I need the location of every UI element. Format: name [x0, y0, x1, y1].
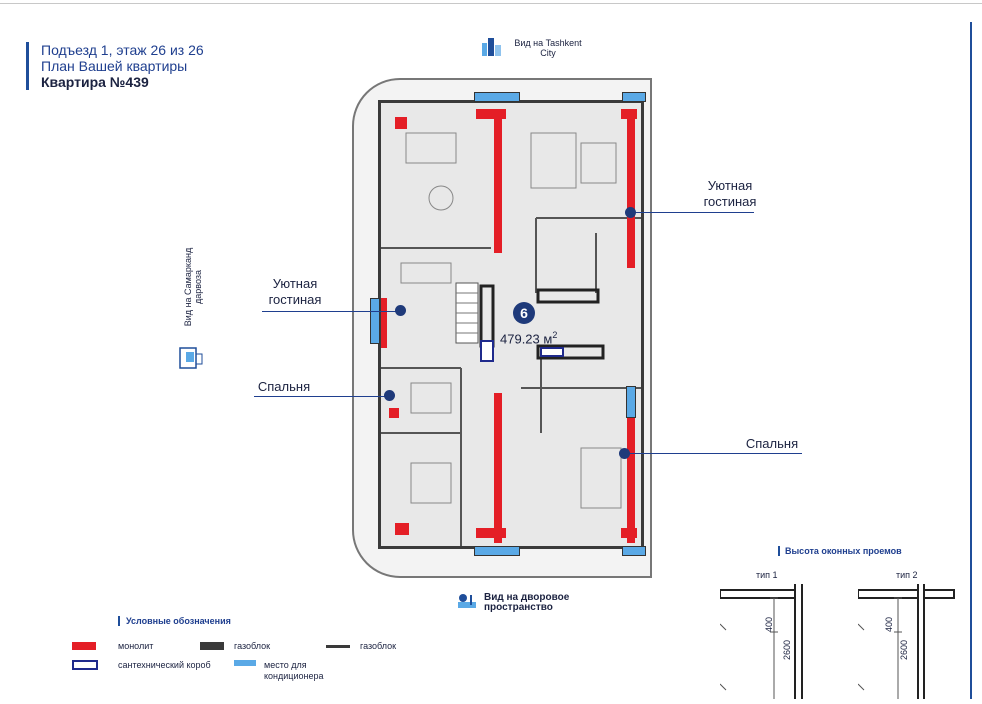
ac-place	[370, 298, 380, 344]
legend-label: место для кондиционера	[264, 660, 324, 681]
window-heights-title: Высота оконных проемов	[778, 546, 902, 556]
ac-place	[474, 92, 520, 102]
legend-label: монолит	[118, 641, 154, 651]
location-mini-plan-icon	[178, 346, 204, 370]
legend-swatch-gasblock-line	[326, 645, 350, 648]
top-divider	[0, 3, 982, 4]
callout-dot	[395, 305, 406, 316]
callout-cozy-living-right: Уютная гостиная	[703, 178, 757, 209]
window-type-2-dim-bottom: 2600	[899, 639, 909, 660]
callout-dot	[619, 448, 630, 459]
callout-dot	[625, 207, 636, 218]
callout-bedroom-left: Спальня	[257, 379, 311, 394]
callout-line	[632, 212, 754, 213]
legend-swatch-monolith	[72, 642, 96, 650]
window-type-1-drawing	[719, 584, 820, 699]
yard-view-icon	[456, 590, 478, 612]
legend-swatch-gasblock-fill	[200, 642, 224, 650]
area-unit-sup: 2	[552, 330, 558, 340]
apartment-area: 479.23 м2	[500, 330, 557, 346]
legend-label: газоблок	[234, 641, 271, 651]
callout-bedroom-right: Спальня	[745, 436, 799, 451]
window-type-2-dim-top: 400	[884, 616, 894, 632]
callout-line	[262, 311, 399, 312]
window-type-1-label: тип 1	[756, 570, 778, 580]
legend-swatch-ac	[234, 660, 256, 666]
legend-label: сантехнический короб	[118, 660, 211, 670]
page-header: Подъезд 1, этаж 26 из 26 План Вашей квар…	[26, 42, 204, 90]
window-type-2-label: тип 2	[896, 570, 918, 580]
view-bottom-label: Вид на дворовое пространство	[484, 592, 570, 613]
window-type-2-drawing	[857, 584, 958, 699]
legend-title: Условные обозначения	[118, 616, 231, 626]
ac-place	[474, 546, 520, 556]
apartment-badge: 6	[513, 302, 535, 324]
area-value: 479.23 м	[500, 331, 553, 347]
view-left-label: Вид на Самарканд дарвоза	[183, 247, 203, 327]
plan-title: План Вашей квартиры	[41, 58, 188, 74]
window-type-1-dim-top: 400	[764, 616, 774, 632]
ac-place	[622, 92, 646, 102]
city-view-icon	[480, 35, 504, 57]
legend-label: газоблок	[360, 641, 397, 651]
floor-plan-walls	[381, 109, 641, 546]
ac-place	[622, 546, 646, 556]
floor-plan	[378, 100, 644, 549]
entrance-floor: Подъезд 1, этаж 26 из 26	[41, 42, 204, 58]
callout-line	[626, 453, 802, 454]
legend-swatch-plumbing	[72, 660, 98, 670]
callout-dot	[384, 390, 395, 401]
window-type-1-dim-bottom: 2600	[782, 639, 792, 660]
callout-line	[254, 396, 389, 397]
right-divider	[970, 22, 972, 699]
view-top-label: Вид на Tashkent City	[514, 38, 582, 58]
callout-cozy-living-left: Уютная гостиная	[268, 276, 322, 307]
ac-place	[626, 386, 636, 418]
apartment-number: Квартира №439	[41, 74, 149, 90]
